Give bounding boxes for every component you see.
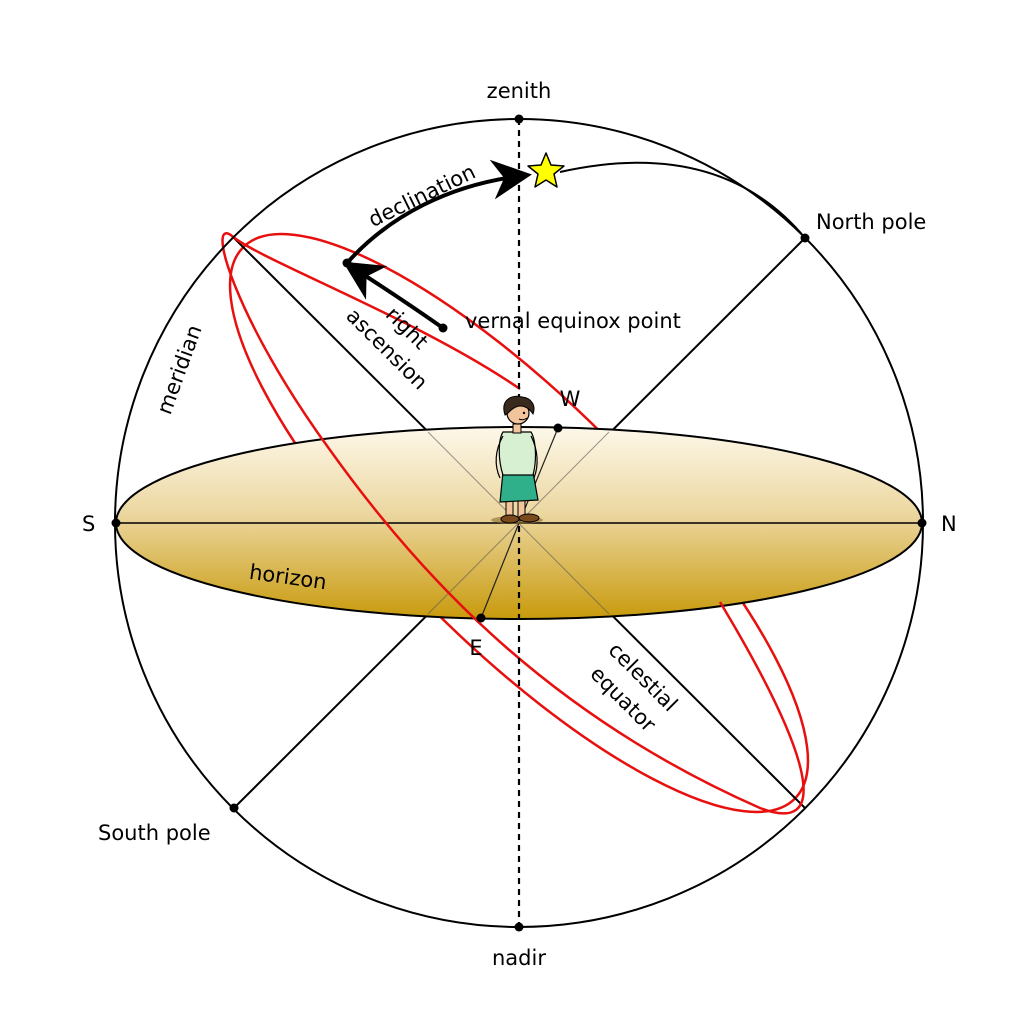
west-label: W xyxy=(560,387,581,411)
star-icon xyxy=(527,152,565,188)
north-point xyxy=(917,518,927,528)
south-point xyxy=(111,518,121,528)
star-ra-point xyxy=(342,258,352,268)
vernal-equinox-label: vernal equinox point xyxy=(465,309,681,333)
vernal-equinox-point-dot xyxy=(438,323,448,333)
right-ascension-arrow xyxy=(342,261,445,330)
celestial-equator-front xyxy=(221,232,805,815)
nadir-point xyxy=(514,922,524,932)
star-path-arc xyxy=(559,161,806,239)
east-label: E xyxy=(469,636,482,660)
west-point xyxy=(553,423,563,433)
observer-east-line xyxy=(480,522,520,619)
declination-arrow xyxy=(345,159,532,265)
nadir-label: nadir xyxy=(492,946,546,970)
east-point xyxy=(476,613,486,623)
reference-points xyxy=(111,114,927,932)
north-pole-point xyxy=(800,233,810,243)
north-pole-label: North pole xyxy=(816,210,926,234)
declination-label: declination xyxy=(365,160,480,232)
zenith-label: zenith xyxy=(487,79,552,103)
zenith-point xyxy=(514,114,524,124)
south-pole-label: South pole xyxy=(98,821,211,845)
north-label: N xyxy=(941,512,957,536)
south-pole-point xyxy=(229,803,239,813)
observer-figure-icon xyxy=(491,395,543,524)
south-label: S xyxy=(82,512,95,536)
